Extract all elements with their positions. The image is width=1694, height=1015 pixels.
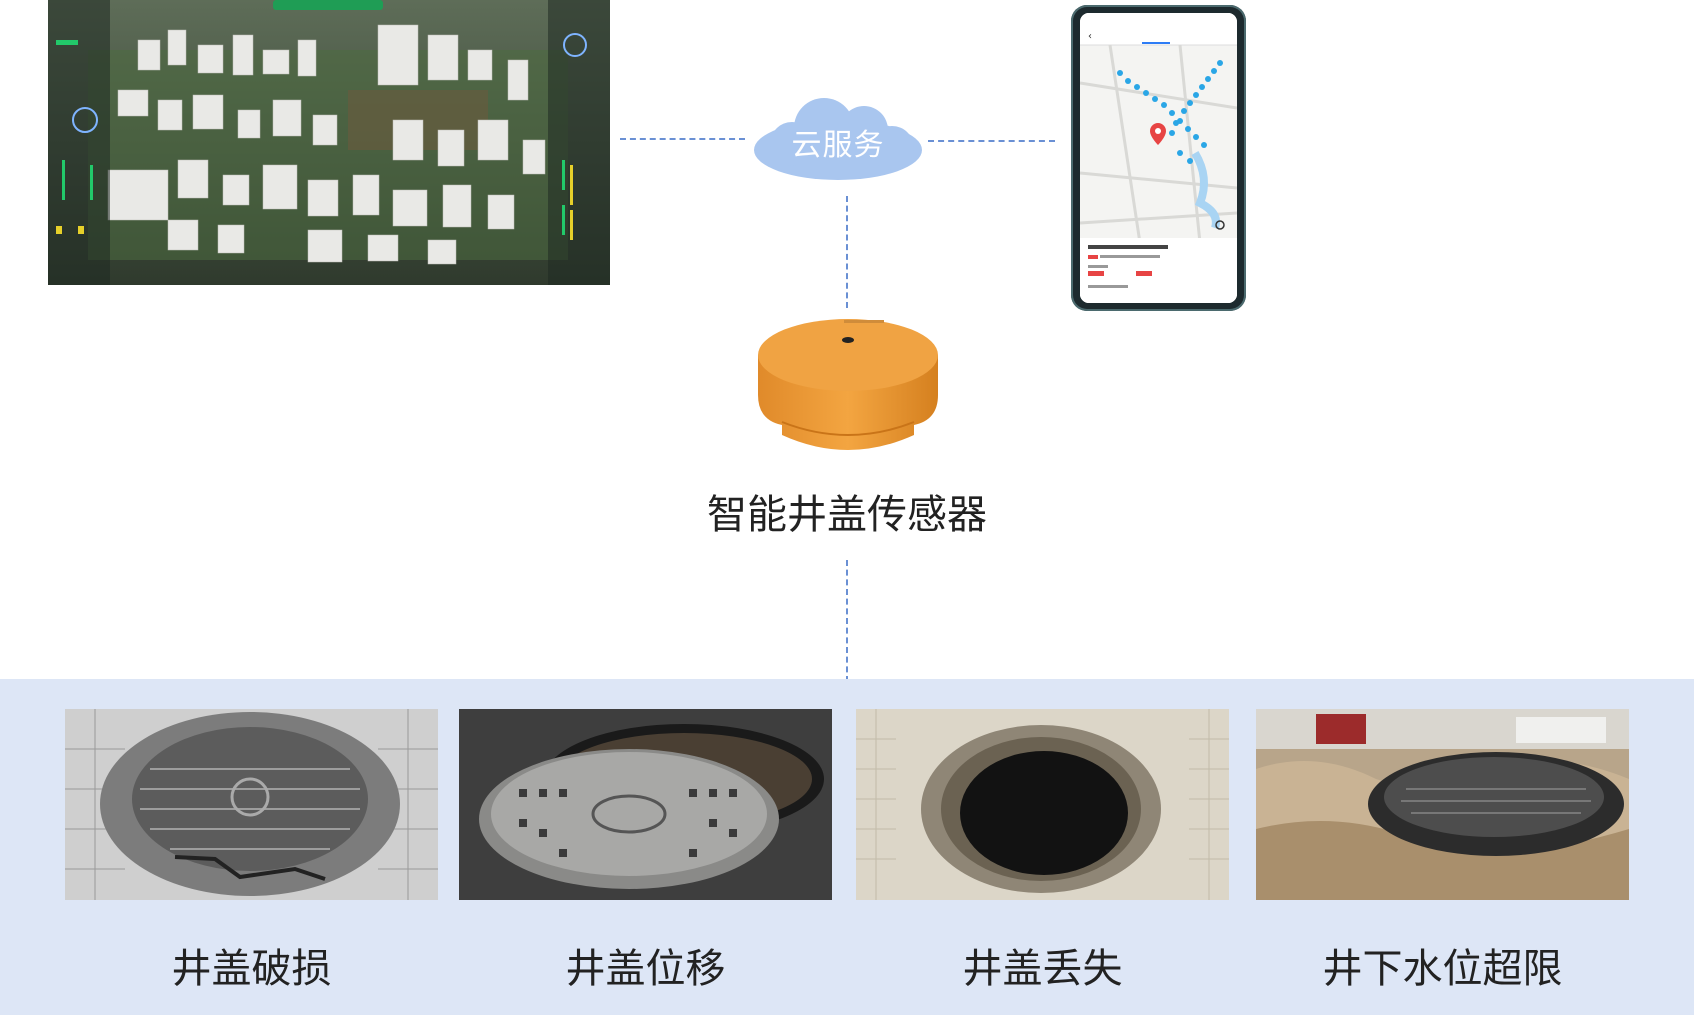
cloud-icon <box>754 98 922 180</box>
case-cover-missing: 井盖丢失 <box>856 709 1229 994</box>
broken-cover-photo <box>65 709 438 900</box>
case-label: 井盖位移 <box>565 946 726 992</box>
city-3d-map-image <box>48 0 610 285</box>
displaced-cover-photo <box>459 709 832 900</box>
case-cover-broken: 井盖破损 <box>65 709 438 994</box>
case-label: 井盖破损 <box>171 946 332 992</box>
map-app-screen: ‹ <box>1080 13 1237 303</box>
sensor-title: 智能井盖传感器 <box>707 492 987 538</box>
connector-sensor-cases <box>846 560 848 682</box>
case-label: 井盖丢失 <box>962 946 1123 992</box>
connector-dashboard-cloud <box>620 138 745 140</box>
svg-text:‹: ‹ <box>1088 31 1092 42</box>
case-water-level-exceeded: 井下水位超限 <box>1256 709 1629 994</box>
flooded-cover-photo <box>1256 709 1629 900</box>
cloud-service: 云服务 <box>752 92 924 182</box>
alarm-scenarios-band: 井盖破损 井盖位移 <box>0 679 1694 1015</box>
manhole-sensor-device <box>752 310 944 456</box>
map-image: ‹ <box>1080 13 1237 303</box>
city-dashboard-screenshot <box>48 0 610 285</box>
connector-cloud-sensor <box>846 196 848 308</box>
case-cover-displaced: 井盖位移 <box>459 709 832 994</box>
cloud-service-label: 云服务 <box>791 128 885 163</box>
missing-cover-photo <box>856 709 1229 900</box>
connector-cloud-phone <box>928 140 1055 142</box>
case-label: 井下水位超限 <box>1322 946 1563 992</box>
sensor-image <box>758 319 938 450</box>
mobile-app-phone: ‹ <box>1071 5 1246 311</box>
map-pin-icon <box>1150 123 1166 145</box>
